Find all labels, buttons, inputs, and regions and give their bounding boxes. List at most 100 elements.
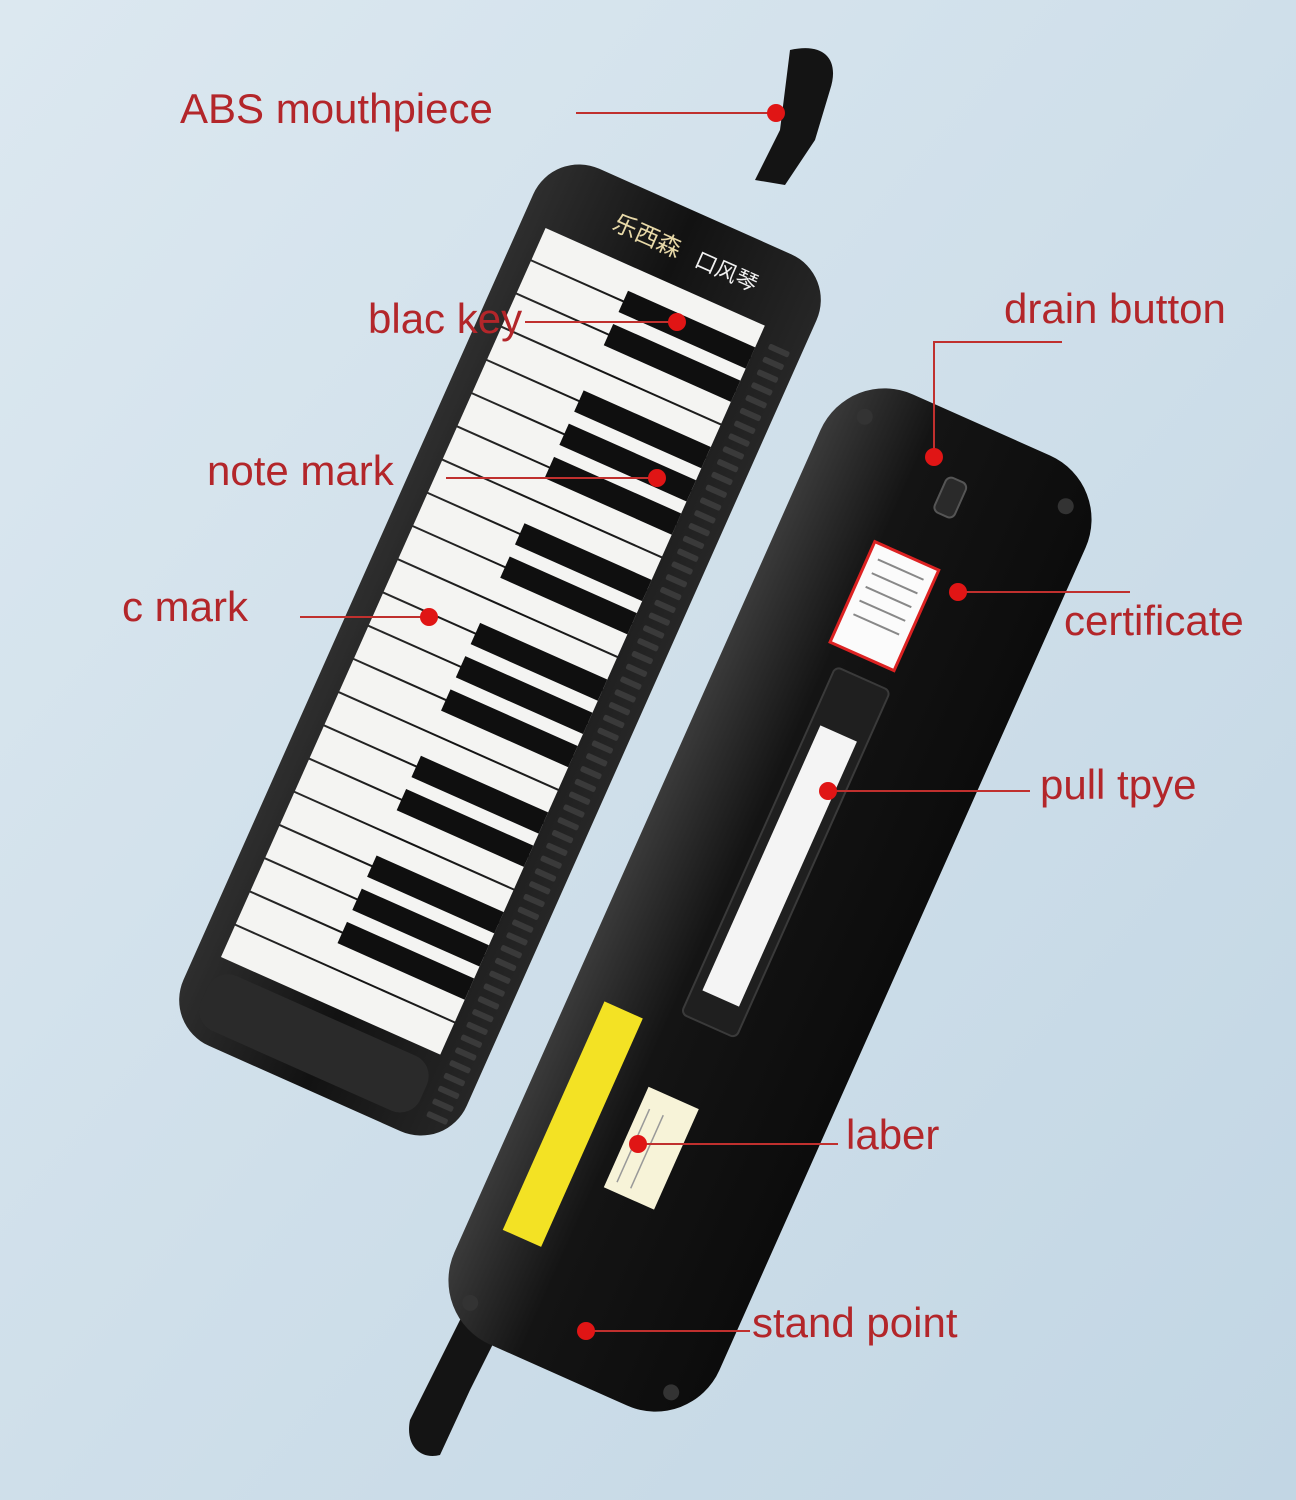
white-key — [428, 460, 662, 590]
black-key — [618, 290, 756, 369]
callout-note-mark: note mark — [207, 447, 394, 494]
white-key — [280, 792, 514, 922]
ridge — [591, 740, 614, 754]
black-key — [574, 390, 711, 469]
ridge — [426, 1111, 448, 1125]
black-key — [396, 789, 534, 867]
black-key — [514, 523, 652, 602]
white-key — [383, 560, 617, 690]
ridge — [506, 932, 528, 946]
black-key — [441, 689, 578, 768]
ridge — [682, 535, 705, 549]
ridge — [489, 970, 511, 984]
ridge — [768, 343, 790, 358]
ridge — [756, 369, 779, 383]
ridge — [728, 433, 750, 447]
white-key — [235, 892, 470, 1022]
marker-dot-blac-key — [668, 313, 686, 331]
black-key — [337, 921, 475, 1000]
ridge — [762, 356, 784, 370]
ridge — [631, 650, 653, 665]
ridge — [580, 766, 602, 780]
ridge — [608, 702, 631, 716]
white-key — [220, 925, 455, 1055]
ridge — [557, 817, 579, 831]
white-key — [309, 726, 543, 856]
ridge — [711, 471, 733, 486]
ridge — [717, 459, 739, 473]
ridge — [540, 855, 562, 869]
ridge — [694, 510, 716, 524]
callout-laber: laber — [846, 1111, 940, 1158]
ridge — [699, 497, 722, 511]
marker-dot-c-mark — [420, 608, 438, 626]
black-key — [500, 556, 637, 635]
yellow-label — [502, 1001, 643, 1247]
ridge — [534, 868, 557, 882]
white-key — [413, 493, 647, 623]
ridge — [643, 625, 665, 639]
ridge — [705, 484, 727, 498]
white-key — [531, 228, 765, 358]
side-ridges — [426, 343, 790, 1125]
ridge — [563, 804, 585, 818]
ridge — [466, 1021, 488, 1035]
back-mouthpiece-tube — [409, 1300, 500, 1456]
marker-dot-drain-button — [925, 448, 943, 466]
ridge — [551, 829, 574, 844]
callout-stand-point: stand point — [752, 1299, 958, 1346]
callout-c-mark: c mark — [122, 583, 248, 630]
callout-certificate: certificate — [1064, 597, 1244, 644]
callout-layer — [300, 104, 1130, 1340]
ridge — [512, 919, 534, 933]
mouthpiece-tube — [755, 48, 834, 185]
ridge — [472, 1009, 494, 1023]
ridge — [529, 881, 551, 895]
ridge — [637, 638, 659, 652]
ridge — [688, 523, 710, 537]
white-label — [603, 1086, 699, 1210]
ridge — [603, 714, 625, 729]
white-key — [398, 527, 632, 657]
ridge — [677, 548, 699, 562]
ridge — [671, 561, 693, 575]
ridge — [449, 1060, 471, 1074]
callout-drain-button: drain button — [1004, 285, 1226, 332]
white-key — [487, 327, 721, 457]
ridge — [734, 420, 756, 434]
ridge — [654, 599, 676, 613]
ridge — [568, 791, 591, 805]
white-key — [457, 394, 691, 524]
callout-blac-key: blac key — [368, 295, 523, 342]
ridge — [660, 586, 682, 601]
leader-line-drain-button — [933, 341, 1062, 454]
ridge — [574, 778, 596, 792]
marker-dot-note-mark — [648, 469, 666, 487]
white-key — [442, 427, 677, 557]
marker-dot-laber — [629, 1135, 647, 1153]
white-key — [339, 659, 573, 789]
ridge — [739, 407, 762, 422]
ridge — [665, 574, 688, 588]
ridge — [432, 1098, 454, 1112]
ridge — [597, 727, 619, 741]
bottom-pad — [199, 974, 429, 1113]
ridge — [517, 906, 539, 920]
black-key — [544, 456, 682, 535]
black-key — [367, 855, 504, 934]
ridge — [546, 842, 568, 856]
white-key — [250, 859, 484, 989]
ridge — [477, 996, 500, 1010]
white-key — [472, 360, 706, 490]
marker-dot-pull-tpye — [819, 782, 837, 800]
pull-tab-white — [702, 725, 857, 1007]
ridge — [722, 446, 744, 460]
ridge — [620, 676, 642, 690]
ridge — [460, 1034, 483, 1048]
white-key — [354, 626, 588, 756]
ridge — [494, 957, 517, 972]
ridge — [751, 382, 773, 396]
ridge — [438, 1085, 460, 1099]
black-key — [455, 656, 593, 735]
